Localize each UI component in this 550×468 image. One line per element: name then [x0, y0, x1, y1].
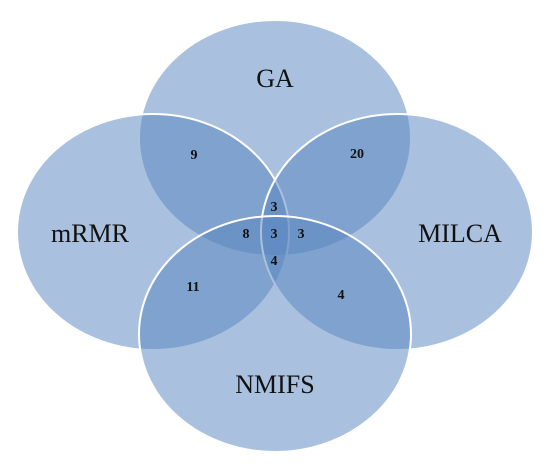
nmifs-label: NMIFS — [235, 370, 314, 399]
count-milca-ga-nmifs: 3 — [298, 227, 305, 242]
count-milca-nmifs: 4 — [338, 288, 345, 303]
mrmr-label: mRMR — [51, 219, 130, 248]
milca-label: MILCA — [418, 219, 502, 248]
count-ga-milca: 20 — [350, 147, 364, 162]
count-mrmr-nmifs: 11 — [186, 280, 199, 295]
count-mrmr-milca-nmifs: 4 — [271, 254, 278, 269]
count-ga-mrmr: 9 — [191, 148, 198, 163]
count-triple-top: 3 — [271, 200, 278, 215]
ga-label: GA — [256, 64, 294, 93]
count-mrmr-ga-nmifs: 8 — [243, 227, 250, 242]
count-all-four: 3 — [271, 227, 278, 242]
nmifs-circle — [138, 215, 412, 453]
